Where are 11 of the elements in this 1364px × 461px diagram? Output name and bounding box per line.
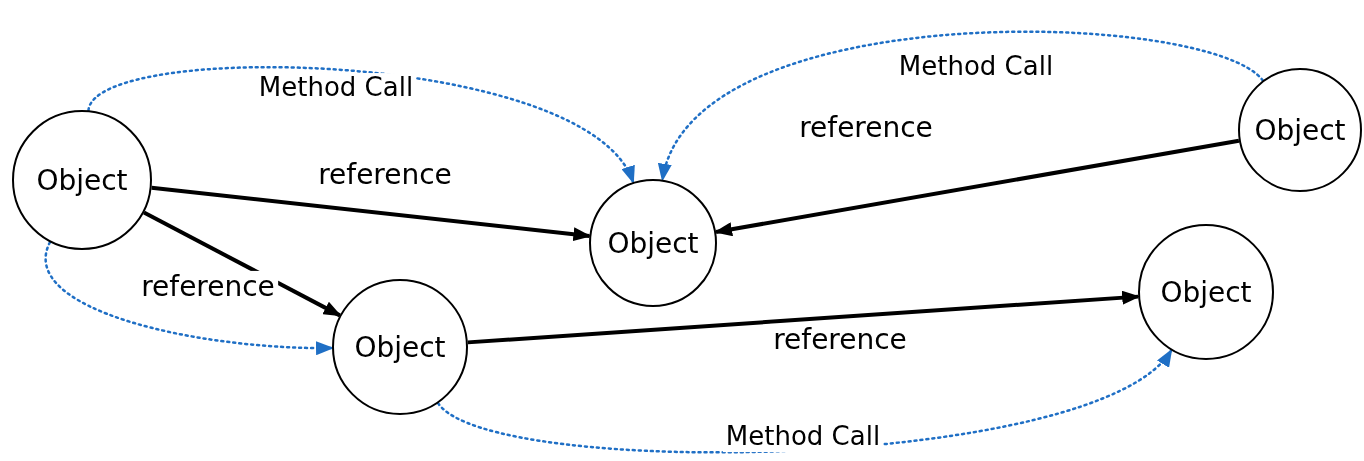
edge-label: Method Call [722,422,884,452]
arrow [87,66,635,184]
arrow [714,138,1240,237]
node-label: Object [36,163,128,197]
arrow [44,240,334,355]
arrow [661,30,1265,182]
node-label: Object [1160,275,1252,309]
arrow [143,210,342,318]
node-label: Object [1254,113,1346,147]
node-label: Object [354,330,446,364]
node-label: Object [607,226,699,260]
